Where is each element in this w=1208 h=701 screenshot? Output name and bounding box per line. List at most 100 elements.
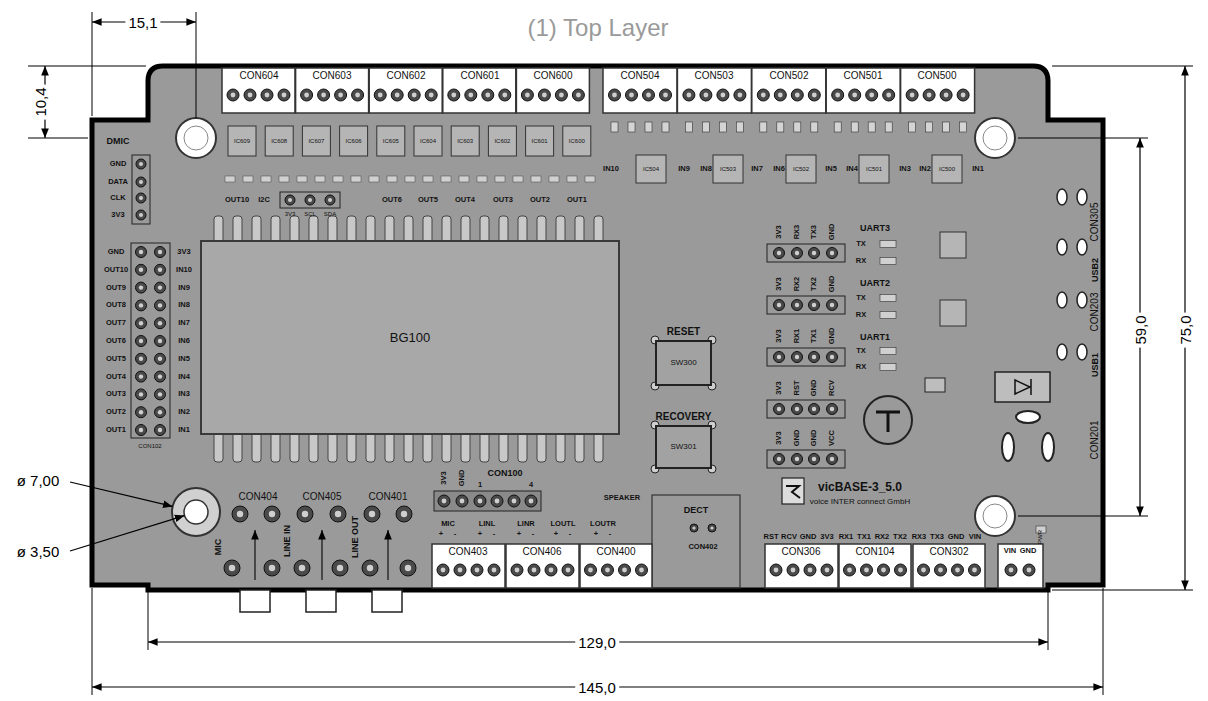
usb-pad bbox=[1077, 239, 1087, 255]
pin-label: IN9 bbox=[178, 284, 190, 292]
pin-hole bbox=[663, 93, 668, 98]
pin-pad bbox=[318, 89, 330, 101]
dimension-label: 10,4 bbox=[32, 84, 49, 119]
pin-pad bbox=[294, 560, 310, 576]
pin-hole bbox=[529, 499, 534, 504]
module-pad bbox=[271, 432, 280, 462]
pin-pad bbox=[155, 389, 166, 400]
logo-mark bbox=[786, 486, 800, 498]
brand-label: vicBASE-3_5.0 bbox=[818, 481, 902, 493]
pin-hole bbox=[515, 568, 520, 573]
pin-hole bbox=[864, 568, 869, 573]
part-label: IC600 bbox=[569, 138, 585, 144]
pin-pad bbox=[155, 371, 166, 382]
module-pad bbox=[233, 216, 242, 246]
pin-hole bbox=[687, 93, 692, 98]
led-part bbox=[794, 122, 801, 132]
pin-hole bbox=[812, 251, 816, 255]
pin-pad bbox=[438, 495, 450, 507]
pin-hole bbox=[525, 93, 530, 98]
dimension-label: 129,0 bbox=[575, 634, 619, 651]
pin-pad bbox=[454, 564, 466, 576]
pin-label: TX1 bbox=[810, 329, 818, 343]
connector-label: CON201 bbox=[1090, 421, 1100, 460]
module-pad bbox=[290, 216, 299, 246]
signal-label: UART2 bbox=[860, 279, 890, 288]
pin-hole bbox=[812, 93, 817, 98]
pin-label: 4 bbox=[529, 481, 533, 489]
usb-pad bbox=[1077, 189, 1087, 205]
pin-pad bbox=[456, 495, 468, 507]
pin-hole bbox=[321, 93, 326, 98]
module-pad bbox=[556, 432, 565, 462]
pin-pad bbox=[809, 352, 820, 363]
pin-pad bbox=[969, 564, 981, 576]
module-pad bbox=[537, 432, 546, 462]
pin-label: IN3 bbox=[899, 165, 911, 173]
pin-label: RX3 bbox=[912, 533, 927, 541]
pin-hole bbox=[795, 251, 799, 255]
pin-label: 1 bbox=[478, 481, 482, 489]
pin-header bbox=[280, 192, 340, 208]
pin-hole bbox=[139, 303, 143, 307]
pin-label: OUT1 bbox=[567, 196, 587, 204]
ic-package bbox=[940, 232, 966, 258]
pin-pad bbox=[408, 89, 420, 101]
pin-hole bbox=[777, 457, 781, 461]
pin-pad bbox=[488, 564, 500, 576]
pin-pad bbox=[325, 195, 335, 205]
connector-label: CON602 bbox=[387, 71, 426, 81]
pin-label: 3V3 bbox=[775, 225, 783, 238]
pin-hole bbox=[812, 457, 816, 461]
smd-part bbox=[513, 176, 523, 182]
pin-label: IN6 bbox=[178, 337, 190, 345]
part-label: IC602 bbox=[494, 138, 510, 144]
pin-hole bbox=[231, 93, 236, 98]
pin-pad bbox=[626, 89, 638, 101]
usb-pad bbox=[1077, 292, 1087, 308]
extension-line bbox=[92, 588, 93, 695]
connector-label: CON404 bbox=[239, 492, 278, 502]
module-pad bbox=[480, 432, 489, 462]
logo-box bbox=[782, 478, 804, 504]
pin-label: + bbox=[554, 530, 558, 538]
pin-pad bbox=[155, 300, 166, 311]
terminal-block bbox=[506, 544, 579, 588]
ic-package bbox=[786, 155, 816, 183]
pin-pad bbox=[155, 247, 166, 258]
pin-pad bbox=[305, 195, 315, 205]
part-label: IC500 bbox=[939, 166, 955, 172]
smd-part bbox=[387, 176, 397, 182]
pin-pad bbox=[809, 248, 820, 259]
pin-hole bbox=[886, 93, 891, 98]
pin-label: VCC bbox=[828, 430, 836, 446]
pin-hole bbox=[139, 162, 143, 166]
jack-body bbox=[306, 590, 336, 612]
module-pad bbox=[480, 216, 489, 246]
pin-pad bbox=[643, 89, 655, 101]
pin-hole bbox=[158, 392, 162, 396]
pin-pad bbox=[602, 564, 614, 576]
terminal-block bbox=[222, 68, 295, 113]
module-pad bbox=[214, 432, 223, 462]
pin-hole bbox=[830, 457, 834, 461]
jack-arrow bbox=[321, 530, 322, 580]
pin-hole bbox=[830, 355, 834, 359]
pin-pad bbox=[861, 564, 873, 576]
pin-label: OUT6 bbox=[382, 196, 402, 204]
pin-hole bbox=[812, 407, 816, 411]
connector-label: CON305 bbox=[1090, 203, 1100, 242]
pin-hole bbox=[961, 93, 966, 98]
terminal-block bbox=[998, 544, 1043, 588]
connector-label: CON601 bbox=[461, 71, 500, 81]
led-part bbox=[811, 122, 818, 132]
pin-label: 3V3 bbox=[775, 431, 783, 444]
extension-line bbox=[92, 12, 93, 116]
led-part bbox=[868, 122, 875, 132]
pin-pad bbox=[700, 89, 712, 101]
led-part bbox=[760, 122, 767, 132]
ic-package bbox=[340, 126, 368, 156]
module-pad bbox=[461, 216, 470, 246]
module-pad bbox=[575, 432, 584, 462]
